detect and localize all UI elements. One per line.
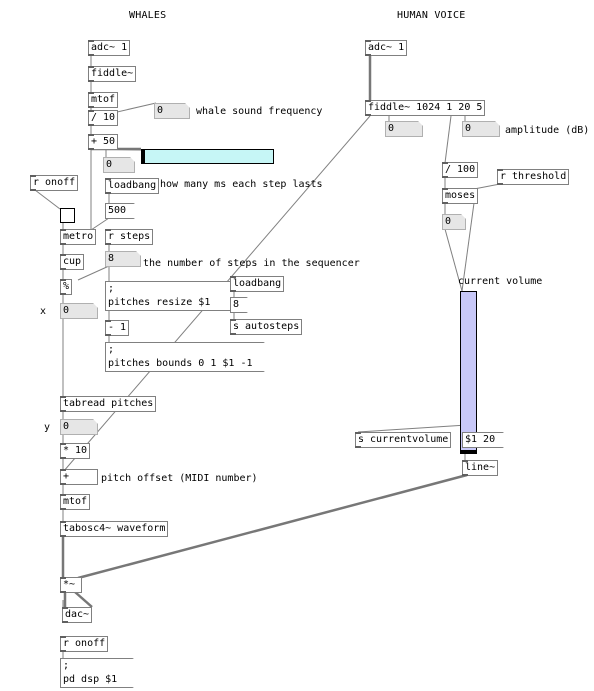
dac-object[interactable]: dac~: [62, 607, 93, 623]
msg-500[interactable]: 500: [105, 203, 135, 219]
r-threshold-object[interactable]: r threshold: [497, 169, 570, 185]
ms-each-step-comment: how many ms each step lasts: [160, 179, 323, 190]
message-line-1: ;: [63, 660, 70, 671]
r-onoff-object-1[interactable]: r onoff: [30, 175, 79, 191]
cup-object[interactable]: cup: [60, 254, 85, 270]
x-label: x: [40, 306, 47, 317]
multiply-signal-object[interactable]: *~: [60, 577, 82, 593]
metro-object[interactable]: metro: [60, 229, 97, 245]
times-10-object[interactable]: * 10: [60, 443, 91, 459]
pd-dsp-message[interactable]: ; pd dsp $1: [60, 658, 134, 688]
s-autosteps-object[interactable]: s autosteps: [230, 319, 303, 335]
msg-ramp-20[interactable]: $1 20: [462, 432, 504, 448]
voice-pitch-number[interactable]: 0: [385, 121, 423, 137]
adc-object-voice[interactable]: adc~ 1: [365, 40, 408, 56]
mtof-object-1[interactable]: mtof: [88, 92, 119, 108]
amplitude-number[interactable]: 0: [462, 121, 500, 137]
adc-object-whales[interactable]: adc~ 1: [88, 40, 131, 56]
moses-out-number[interactable]: 0: [442, 214, 466, 230]
divide-100-object[interactable]: / 100: [442, 162, 479, 178]
loadbang-object-1[interactable]: loadbang: [105, 178, 160, 194]
pitches-resize-message[interactable]: ; pitches resize $1: [105, 281, 233, 311]
tabosc-object[interactable]: tabosc4~ waveform: [60, 521, 169, 537]
whale-frequency-number[interactable]: 0: [154, 103, 190, 119]
current-volume-comment: current volume: [458, 276, 543, 287]
y-number[interactable]: 0: [60, 419, 98, 435]
steps-number[interactable]: 8: [105, 251, 141, 267]
section-title-human-voice: HUMAN VOICE: [397, 10, 466, 21]
loadbang-object-2[interactable]: loadbang: [230, 276, 285, 292]
mod-object[interactable]: %: [60, 279, 73, 295]
tabread-object[interactable]: tabread pitches: [60, 396, 157, 412]
onoff-toggle[interactable]: [60, 208, 75, 223]
r-onoff-object-2[interactable]: r onoff: [60, 636, 109, 652]
whale-frequency-comment: whale sound frequency: [196, 106, 323, 117]
x-number[interactable]: 0: [60, 303, 98, 319]
y-label: y: [44, 422, 51, 433]
message-line-2: pitches bounds 0 1 $1 -1: [108, 358, 253, 369]
fiddle-object-whales[interactable]: fiddle~: [88, 66, 137, 82]
plus-object[interactable]: +: [60, 469, 98, 485]
s-currentvolume-object[interactable]: s currentvolume: [355, 432, 452, 448]
section-title-whales: WHALES: [129, 10, 167, 21]
fiddle-object-voice[interactable]: fiddle~ 1024 1 20 5: [365, 100, 486, 116]
current-volume-vslider[interactable]: [460, 291, 477, 454]
message-line-2: pd dsp $1: [63, 674, 118, 685]
message-line-2: pitches resize $1: [108, 297, 211, 308]
ms-step-number[interactable]: 0: [103, 157, 135, 173]
message-line-1: ;: [108, 344, 115, 355]
minus-1-object[interactable]: - 1: [105, 320, 130, 336]
line-signal-object[interactable]: line~: [462, 460, 499, 476]
plus-50-object[interactable]: + 50: [88, 134, 119, 150]
pitch-offset-comment: pitch offset (MIDI number): [101, 473, 258, 484]
divide-10-object[interactable]: / 10: [88, 110, 119, 126]
whale-pitch-hslider[interactable]: [141, 149, 274, 164]
mtof-object-2[interactable]: mtof: [60, 494, 91, 510]
steps-sequencer-comment: the number of steps in the sequencer: [143, 258, 360, 269]
message-line-1: ;: [108, 283, 115, 294]
moses-object[interactable]: moses: [442, 188, 479, 204]
pitches-bounds-message[interactable]: ; pitches bounds 0 1 $1 -1: [105, 342, 265, 372]
r-steps-object[interactable]: r steps: [105, 229, 154, 245]
amplitude-db-comment: amplitude (dB): [505, 125, 590, 136]
